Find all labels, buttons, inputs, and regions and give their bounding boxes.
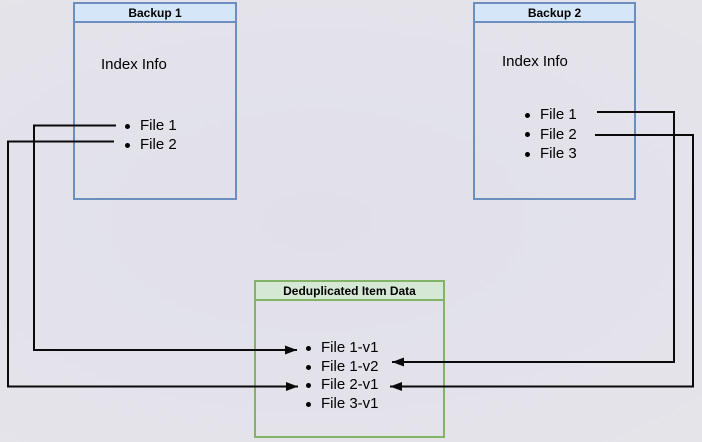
file-label: File 2 xyxy=(540,125,577,143)
backup1-header: Backup 1 xyxy=(75,4,235,23)
list-item: File 3-v1 xyxy=(256,395,443,414)
list-item: File 2 xyxy=(75,135,235,154)
dedup-title: Deduplicated Item Data xyxy=(283,283,416,298)
file-version-label: File 1-v2 xyxy=(321,357,379,375)
backup2-title: Backup 2 xyxy=(527,5,582,20)
backup1-index-info-label: Index Info xyxy=(101,56,167,73)
dedup-item-list: File 1-v1 File 1-v2 File 2-v1 File 3-v1 xyxy=(256,339,443,413)
bullet-icon xyxy=(306,401,311,407)
file-label: File 1 xyxy=(140,117,177,134)
deduplicated-item-data-box: Deduplicated Item Data File 1-v1 File 1-… xyxy=(254,280,445,438)
file-label: File 1 xyxy=(540,106,577,123)
bullet-icon xyxy=(306,346,311,352)
file-label: File 2 xyxy=(140,136,177,153)
bullet-icon xyxy=(525,112,530,118)
list-item: File 3 xyxy=(475,144,634,164)
bullet-icon xyxy=(306,364,311,370)
bullet-icon xyxy=(125,142,130,148)
bullet-icon xyxy=(125,123,130,129)
backup1-file-list: File 1 File 2 xyxy=(75,116,235,154)
file-version-label: File 1-v1 xyxy=(321,339,379,356)
list-item: File 1 xyxy=(75,116,235,135)
bullet-icon xyxy=(525,132,530,138)
file-version-label: File 3-v1 xyxy=(321,394,379,412)
bullet-icon xyxy=(306,383,311,389)
list-item: File 2 xyxy=(475,125,634,145)
backup2-box: Backup 2 Index Info File 1 File 2 File 3 xyxy=(473,2,636,200)
file-version-label: File 2-v1 xyxy=(321,376,379,393)
backup1-box: Backup 1 Index Info File 1 File 2 xyxy=(73,2,237,200)
backup1-title: Backup 1 xyxy=(128,5,182,20)
backup2-index-info-label: Index Info xyxy=(502,53,568,70)
backup2-header: Backup 2 xyxy=(475,4,634,23)
file-label: File 3 xyxy=(540,145,577,162)
dedup-header: Deduplicated Item Data xyxy=(256,282,443,301)
list-item: File 1-v1 xyxy=(256,339,443,358)
list-item: File 1-v2 xyxy=(256,358,443,377)
list-item: File 2-v1 xyxy=(256,376,443,395)
list-item: File 1 xyxy=(475,105,634,125)
bullet-icon xyxy=(525,151,530,157)
backup2-file-list: File 1 File 2 File 3 xyxy=(475,105,634,164)
